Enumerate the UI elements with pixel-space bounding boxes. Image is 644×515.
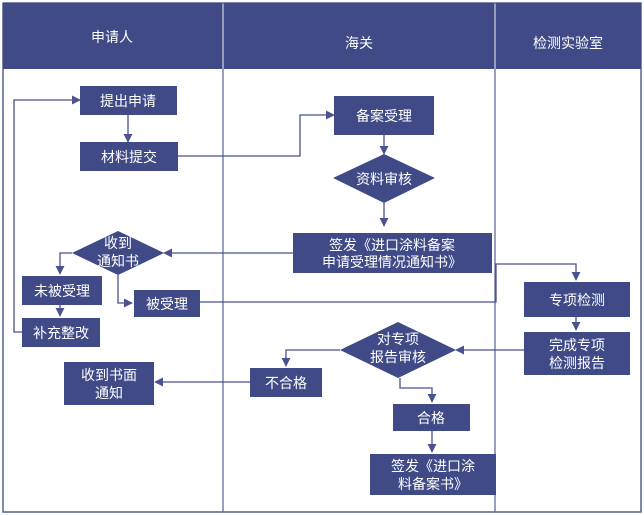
node-special-test: 专项检测 bbox=[524, 282, 630, 317]
lane-header-customs bbox=[224, 3, 494, 69]
edges bbox=[13, 95, 581, 453]
node-review-report: 对专项 报告审核 bbox=[340, 322, 456, 378]
node-label-line1: 收到 bbox=[104, 236, 132, 252]
node-issue-certificate: 签发《进口涂 料备案书》 bbox=[370, 454, 496, 495]
node-label-line2: 料备案书》 bbox=[398, 476, 468, 493]
lane-title-lab: 检测实验室 bbox=[533, 35, 603, 52]
node-receive-notice: 收到 通知书 bbox=[72, 231, 164, 275]
node-label-line2: 通知书 bbox=[97, 253, 139, 270]
node-label-line2: 通知 bbox=[95, 385, 123, 402]
node-issue-notice: 签发《进口涂料备案 申请受理情况通知书》 bbox=[293, 233, 492, 273]
edge-accepted-to-test bbox=[200, 263, 581, 303]
edge-receive-to-accepted bbox=[117, 275, 133, 308]
node-label: 补充整改 bbox=[33, 326, 89, 342]
node-label: 备案受理 bbox=[356, 108, 412, 125]
lane-title-applicant: 申请人 bbox=[91, 30, 133, 46]
node-complete-report: 完成专项 检测报告 bbox=[524, 332, 630, 375]
node-label-line1: 签发《进口涂料备案 bbox=[329, 237, 455, 254]
node-label: 资料审核 bbox=[356, 172, 412, 188]
node-label: 不合格 bbox=[265, 376, 307, 392]
node-not-accepted: 未被受理 bbox=[22, 276, 102, 305]
node-qualified: 合格 bbox=[393, 404, 470, 431]
node-label: 未被受理 bbox=[34, 284, 90, 300]
node-label: 提出申请 bbox=[100, 94, 156, 110]
node-label-line1: 签发《进口涂 bbox=[391, 458, 475, 475]
node-unqualified: 不合格 bbox=[250, 368, 322, 397]
node-label: 专项检测 bbox=[549, 293, 605, 309]
node-supplement: 补充整改 bbox=[22, 318, 100, 347]
edge-materials-to-acceptance bbox=[178, 110, 335, 157]
lane-header-lab bbox=[496, 3, 641, 69]
node-written-notice: 收到书面 通知 bbox=[64, 362, 154, 405]
node-label: 合格 bbox=[417, 411, 445, 427]
node-label-line2: 报告审核 bbox=[370, 350, 426, 366]
node-label-line1: 收到书面 bbox=[81, 368, 137, 384]
node-label: 被受理 bbox=[146, 297, 188, 313]
lane-header-applicant bbox=[3, 3, 222, 69]
node-label: 材料提交 bbox=[101, 149, 157, 166]
node-submit-application: 提出申请 bbox=[80, 86, 177, 115]
node-label-line2: 检测报告 bbox=[549, 356, 605, 372]
node-label-line1: 对专项 bbox=[377, 332, 419, 348]
node-label-line1: 完成专项 bbox=[549, 338, 605, 354]
node-filing-acceptance: 备案受理 bbox=[334, 96, 434, 135]
edge-review-to-unqualified bbox=[281, 349, 340, 367]
node-submit-materials: 材料提交 bbox=[80, 142, 178, 171]
lane-title-customs: 海关 bbox=[345, 36, 373, 52]
edge-receive-to-not-accepted bbox=[55, 252, 72, 275]
node-accepted: 被受理 bbox=[134, 290, 200, 317]
edge-supplement-to-submit bbox=[13, 95, 81, 333]
node-material-review: 资料审核 bbox=[333, 154, 435, 203]
node-label-line2: 申请受理情况通知书》 bbox=[322, 254, 462, 271]
edge-review-to-qualified bbox=[399, 378, 437, 403]
